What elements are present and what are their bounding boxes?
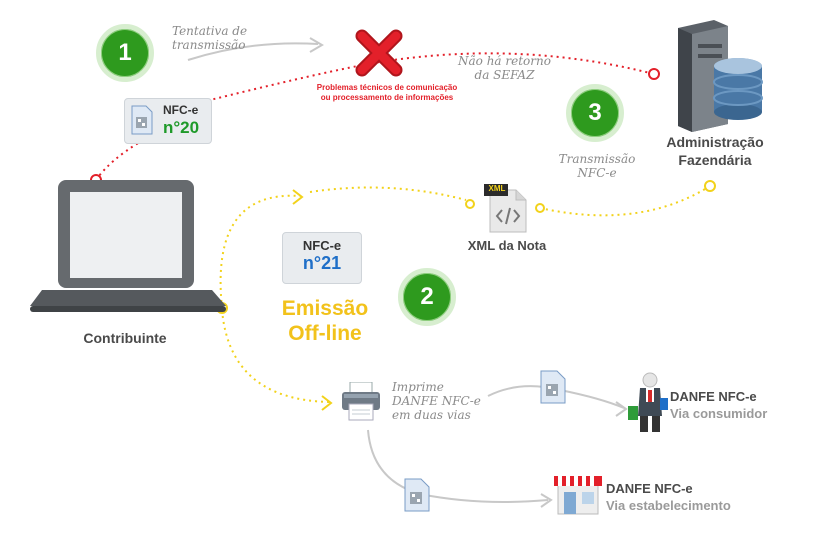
contribuinte-label: Contribuinte bbox=[83, 330, 167, 346]
attempt-arrow bbox=[187, 42, 319, 61]
danfe-estabelecimento-title: DANFE NFC-e bbox=[606, 481, 693, 496]
xml-file-icon bbox=[484, 184, 527, 233]
yellow-endpoint-xml-left bbox=[465, 199, 475, 209]
note-imprime: Imprime DANFE NFC-e em duas vias bbox=[392, 380, 481, 422]
note-problemas-line-1: Problemas técnicos de comunicação bbox=[316, 83, 458, 92]
yellow-arrowhead-up bbox=[292, 189, 304, 205]
danfe-estabelecimento-label: DANFE NFC-e Via estabelecimento bbox=[606, 480, 731, 514]
danfe-document-icon-2 bbox=[404, 478, 430, 512]
nfce-21-number: n°21 bbox=[302, 253, 342, 273]
yellow-endpoint-server bbox=[704, 180, 716, 192]
emissao-line-1: Emissão bbox=[281, 297, 369, 320]
attempt-arrowhead bbox=[309, 37, 324, 53]
note-problemas: Problemas técnicos de comunicação ou pro… bbox=[312, 83, 462, 103]
nfce-20-number: n°20 bbox=[163, 118, 200, 137]
yellow-arrowhead-down bbox=[321, 395, 333, 411]
consumer-person-icon bbox=[628, 372, 668, 432]
danfe-consumidor-label: DANFE NFC-e Via consumidor bbox=[670, 388, 767, 422]
note-tentativa: Tentativa de transmissão bbox=[172, 24, 247, 52]
error-x-icon bbox=[355, 29, 403, 77]
gray-arrowhead-store bbox=[540, 493, 553, 508]
note-transmissao-line-2: NFC-e bbox=[577, 166, 617, 180]
note-retorno-line-2: da SEFAZ bbox=[474, 68, 535, 82]
note-transmissao-line-1: Transmissão bbox=[558, 152, 636, 166]
note-imprime-line-1: Imprime bbox=[392, 380, 444, 394]
note-problemas-line-2: ou processamento de informações bbox=[320, 93, 454, 102]
server-database-icon bbox=[678, 20, 763, 132]
yellow-connector-server bbox=[539, 185, 711, 217]
nfce-20-label: NFC-e bbox=[163, 103, 199, 117]
nfce-20-card: NFC-e n°20 bbox=[124, 98, 212, 144]
administracao-line-1: Administração bbox=[666, 134, 764, 150]
emissao-line-2: Off-line bbox=[288, 322, 362, 345]
note-tentativa-line-1: Tentativa de bbox=[172, 24, 248, 38]
xml-tag: XML bbox=[488, 184, 506, 193]
note-tentativa-line-2: transmissão bbox=[172, 38, 246, 52]
danfe-document-icon bbox=[540, 370, 566, 404]
emissao-offline-label: Emissão Off-line bbox=[270, 296, 380, 346]
printer-icon bbox=[342, 382, 380, 421]
gray-arrowhead-consumer bbox=[615, 401, 628, 417]
danfe-consumidor-title: DANFE NFC-e bbox=[670, 389, 757, 404]
red-endpoint-server bbox=[648, 68, 660, 80]
nfce-21-label: NFC-e bbox=[302, 238, 342, 253]
nfce-21-card: NFC-e n°21 bbox=[282, 232, 362, 284]
xml-da-nota-label: XML da Nota bbox=[467, 238, 547, 253]
document-icon bbox=[131, 105, 153, 135]
store-icon bbox=[554, 476, 602, 515]
note-retorno-line-1: Não há retorno bbox=[458, 54, 551, 68]
note-nao-ha-retorno: Não há retorno da SEFAZ bbox=[458, 54, 551, 82]
step-3-badge: 3 bbox=[566, 84, 624, 142]
administracao-fazendaria-label: Administração Fazendária bbox=[650, 133, 780, 169]
yellow-endpoint-xml-right bbox=[535, 203, 545, 213]
danfe-consumidor-subtitle: Via consumidor bbox=[670, 406, 768, 421]
laptop-icon bbox=[30, 180, 226, 312]
note-imprime-line-3: em duas vias bbox=[392, 408, 471, 422]
administracao-line-2: Fazendária bbox=[678, 152, 752, 168]
step-2-badge: 2 bbox=[398, 268, 456, 326]
gray-connector-store bbox=[367, 429, 549, 503]
step-1-badge: 1 bbox=[96, 24, 154, 82]
note-imprime-line-2: DANFE NFC-e bbox=[392, 394, 481, 408]
note-transmissao: Transmissão NFC-e bbox=[552, 152, 642, 180]
yellow-connector-xml bbox=[309, 186, 467, 201]
danfe-estabelecimento-subtitle: Via estabelecimento bbox=[606, 498, 731, 513]
